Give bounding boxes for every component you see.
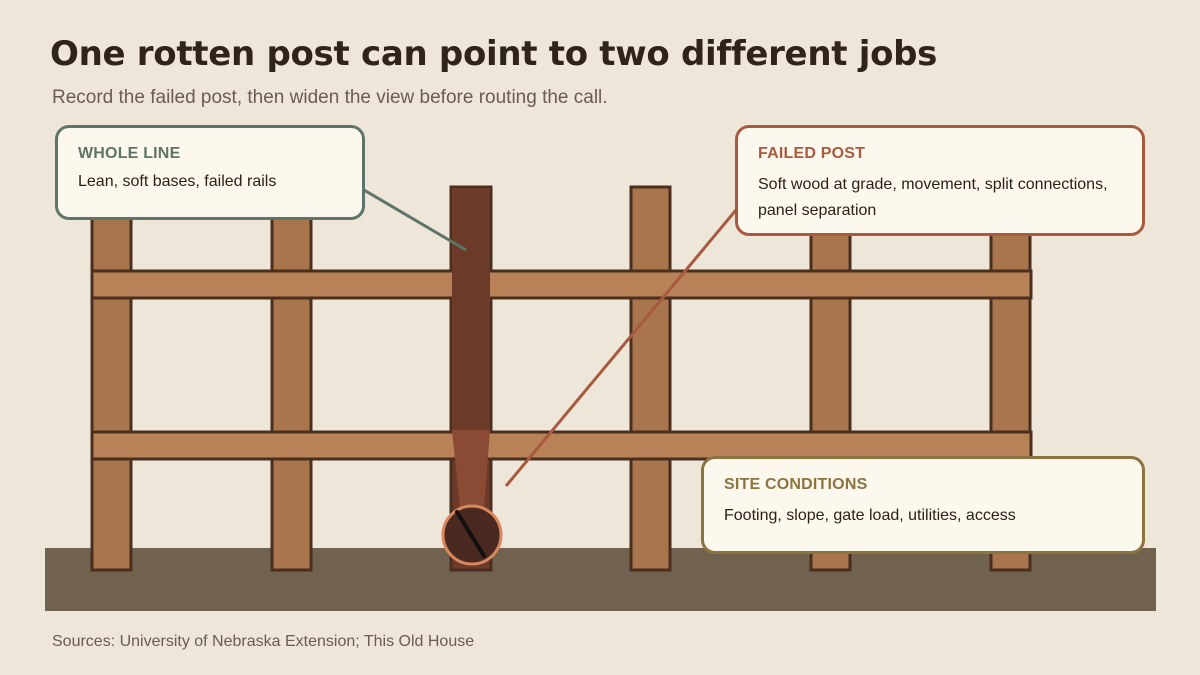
page-subtitle: Record the failed post, then widen the v… bbox=[52, 87, 608, 108]
callout-body: Footing, slope, gate load, utilities, ac… bbox=[724, 507, 1016, 524]
callout-failed-post: FAILED POST Soft wood at grade, movement… bbox=[735, 125, 1145, 236]
callout-body: Soft wood at grade, movement, split conn… bbox=[758, 176, 1108, 219]
callout-title: WHOLE LINE bbox=[78, 145, 181, 162]
callout-title: SITE CONDITIONS bbox=[724, 476, 868, 493]
callout-site-conditions: SITE CONDITIONS Footing, slope, gate loa… bbox=[701, 456, 1145, 554]
callout-body: Lean, soft bases, failed rails bbox=[78, 173, 277, 190]
leader-line-whole-line bbox=[363, 188, 467, 252]
ground bbox=[45, 548, 1156, 611]
callout-whole-line: WHOLE LINE Lean, soft bases, failed rail… bbox=[55, 125, 365, 220]
fence-rail-upper bbox=[90, 269, 1033, 300]
split-crack bbox=[455, 510, 486, 558]
fence-post bbox=[90, 185, 133, 572]
fence-rail-lower bbox=[90, 430, 1033, 461]
leader-line-failed-post bbox=[504, 209, 738, 487]
page-title: One rotten post can point to two differe… bbox=[50, 34, 938, 74]
rot-zone bbox=[452, 430, 490, 508]
fence-post bbox=[270, 185, 313, 572]
fence-post bbox=[629, 185, 672, 572]
failed-post-upper-segment bbox=[452, 188, 490, 430]
source-note: Sources: University of Nebraska Extensio… bbox=[52, 633, 475, 650]
callout-title: FAILED POST bbox=[758, 145, 866, 162]
